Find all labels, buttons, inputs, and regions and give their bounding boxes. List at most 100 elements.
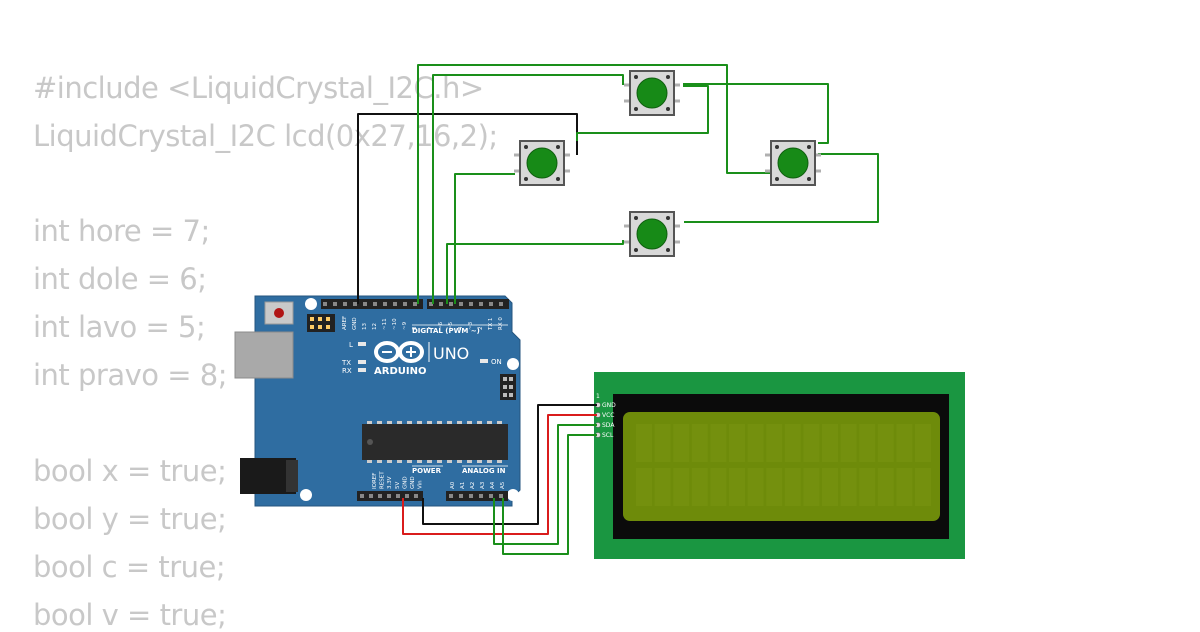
push-buttons [514,70,821,257]
led-rx-label: RX [342,367,352,375]
analog-pin-label: A2 [470,482,476,489]
pin-hole[interactable] [387,494,391,498]
pin-hole[interactable] [403,302,407,306]
digital-header-label: DIGITAL (PWM ~) [412,327,480,335]
code-line-hore: int hore = 7; [33,214,210,248]
pin-hole[interactable] [378,494,382,498]
analog-header [446,491,508,501]
lcd-character-cells [636,424,931,506]
lcd-pin-label: SCL [602,432,614,439]
pin-hole[interactable] [333,302,337,306]
code-line-include: #include <LiquidCrystal_I2C.h> [33,71,484,105]
pin-hole[interactable] [469,302,473,306]
pin-hole[interactable] [383,302,387,306]
push-button-right[interactable] [765,140,821,186]
led-l [358,342,366,346]
wire-pin6 [446,240,624,304]
usb-port [234,331,294,379]
digital-header-right [427,299,509,309]
pin-hole[interactable] [459,494,463,498]
pin-hole[interactable] [353,302,357,306]
led-on-label: ON [491,358,502,366]
pin-hole[interactable] [373,302,377,306]
power-header-label: POWER [412,467,442,475]
digital-pin-label: 8 [412,326,418,330]
analog-header-label: ANALOG IN [462,467,506,475]
button-cap[interactable] [636,77,668,109]
pin-hole[interactable] [479,302,483,306]
digital-pin-label: TX 1 [488,318,494,331]
power-pin-label: IOREF [372,473,378,489]
digital-header-left [321,299,423,309]
pin-hole[interactable] [489,302,493,306]
led-on [480,359,488,363]
led-l-label: L [349,341,353,349]
power-pin-label: Vin [418,480,424,489]
digital-pin-label: 13 [362,323,368,330]
pin-hole[interactable] [429,302,433,306]
pin-hole[interactable] [323,302,327,306]
code-line-dole: int dole = 6; [33,262,207,296]
lcd-pin-label: SDA [602,422,615,429]
pin-hole[interactable] [393,302,397,306]
pin-hole[interactable] [499,494,503,498]
reset-button-cap[interactable] [274,308,284,318]
pin-hole[interactable] [459,302,463,306]
atmega-chip [362,424,508,460]
arduino-brand: ARDUINO [374,366,426,377]
pin-hole[interactable] [405,494,409,498]
mounting-hole [300,489,312,501]
power-pin-label: GND [410,476,416,489]
pin-hole[interactable] [369,494,373,498]
code-line-lavo: int lavo = 5; [33,310,206,344]
digital-pin-label: ~9 [402,321,408,330]
pin-hole[interactable] [469,494,473,498]
mounting-hole [507,358,519,370]
power-analog-pin-holes [360,494,503,498]
led-tx [358,360,366,364]
analog-pin-label: A5 [500,481,506,489]
pin-hole[interactable] [414,494,418,498]
power-pin-label: 5V [395,482,401,489]
pin-hole[interactable] [449,302,453,306]
button-cap[interactable] [526,147,558,179]
push-button-left[interactable] [514,140,570,186]
code-line-bool-y: bool y = true; [33,502,227,536]
pin-hole[interactable] [343,302,347,306]
pin-hole[interactable] [360,494,364,498]
pin-hole[interactable] [479,494,483,498]
pin-hole[interactable] [489,494,493,498]
digital-pin-label: ~6 [438,321,444,330]
wire-btn-top-to-right [683,83,829,144]
arduino-model: UNO [433,344,469,363]
push-button-top[interactable] [624,70,680,116]
digital-pin-label: 2 [478,327,484,331]
digital-pin-label: ~10 [392,318,398,330]
pin-hole[interactable] [363,302,367,306]
lcd-pin-label: VCC [602,412,614,419]
pin-hole[interactable] [396,494,400,498]
push-button-bottom[interactable] [624,211,680,257]
code-line-pravo: int pravo = 8; [33,358,228,392]
button-cap[interactable] [636,218,668,250]
pin-hole[interactable] [439,302,443,306]
wire-pin7 [432,74,624,304]
wire-lcd-sda [493,424,597,545]
pin-hole[interactable] [499,302,503,306]
icsp-header-right [500,374,516,400]
pin-hole[interactable] [449,494,453,498]
lcd-pin-number: 1 [596,393,600,400]
led-tx-label: TX [341,359,351,367]
wire-pin5 [454,173,515,304]
pin-hole[interactable] [413,302,417,306]
power-pin-label: 3.3V [387,476,393,489]
wire-pin8 [417,64,772,304]
power-jack-tip [286,460,298,492]
button-cap[interactable] [777,147,809,179]
